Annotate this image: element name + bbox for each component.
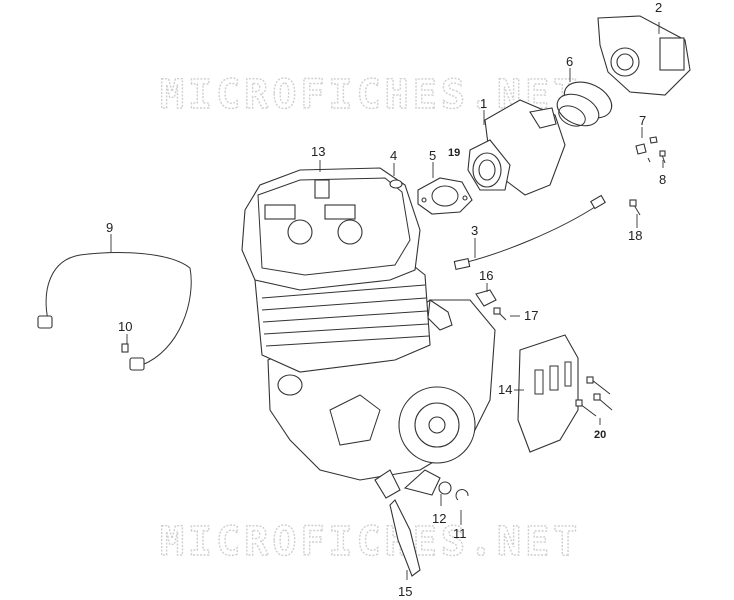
callout-10: 10 [118, 319, 132, 334]
clip-and-bolt [475, 289, 507, 321]
callout-1: 1 [480, 96, 487, 111]
watermark-bottom: MICROFICHES.NET [160, 519, 581, 565]
bolts-right [629, 136, 666, 216]
washer-12 [438, 481, 452, 495]
throttle-sensor-housing [597, 15, 691, 96]
callout-11: 11 [453, 526, 467, 541]
kick-start-lever [374, 469, 441, 577]
callout-12: 12 [432, 511, 446, 526]
callout-3: 3 [471, 223, 478, 238]
cover-bolts [575, 376, 613, 417]
callout-19: 19 [448, 147, 460, 159]
throttle-body [467, 99, 566, 196]
wire-harness [37, 252, 192, 371]
screw [121, 343, 129, 353]
callout-17: 17 [524, 308, 538, 323]
callout-18: 18 [628, 228, 642, 243]
callout-6: 6 [566, 54, 573, 69]
callout-14: 14 [498, 382, 512, 397]
callout-15: 15 [398, 584, 412, 599]
engine-assembly [241, 167, 496, 481]
callout-16: 16 [479, 268, 493, 283]
callout-13: 13 [311, 144, 325, 159]
callout-20: 20 [594, 429, 606, 441]
callout-5: 5 [429, 148, 436, 163]
throttle-cable [453, 194, 606, 271]
circlip-11 [455, 489, 469, 501]
side-cover-plate [517, 334, 579, 453]
callout-8: 8 [659, 172, 666, 187]
callout-9: 9 [106, 220, 113, 235]
callout-4: 4 [390, 148, 397, 163]
leader-lines [110, 22, 664, 580]
intake-boot [556, 81, 613, 127]
callout-2: 2 [655, 0, 662, 15]
callout-7: 7 [639, 113, 646, 128]
intake-gasket [417, 177, 473, 215]
washer [389, 179, 403, 189]
